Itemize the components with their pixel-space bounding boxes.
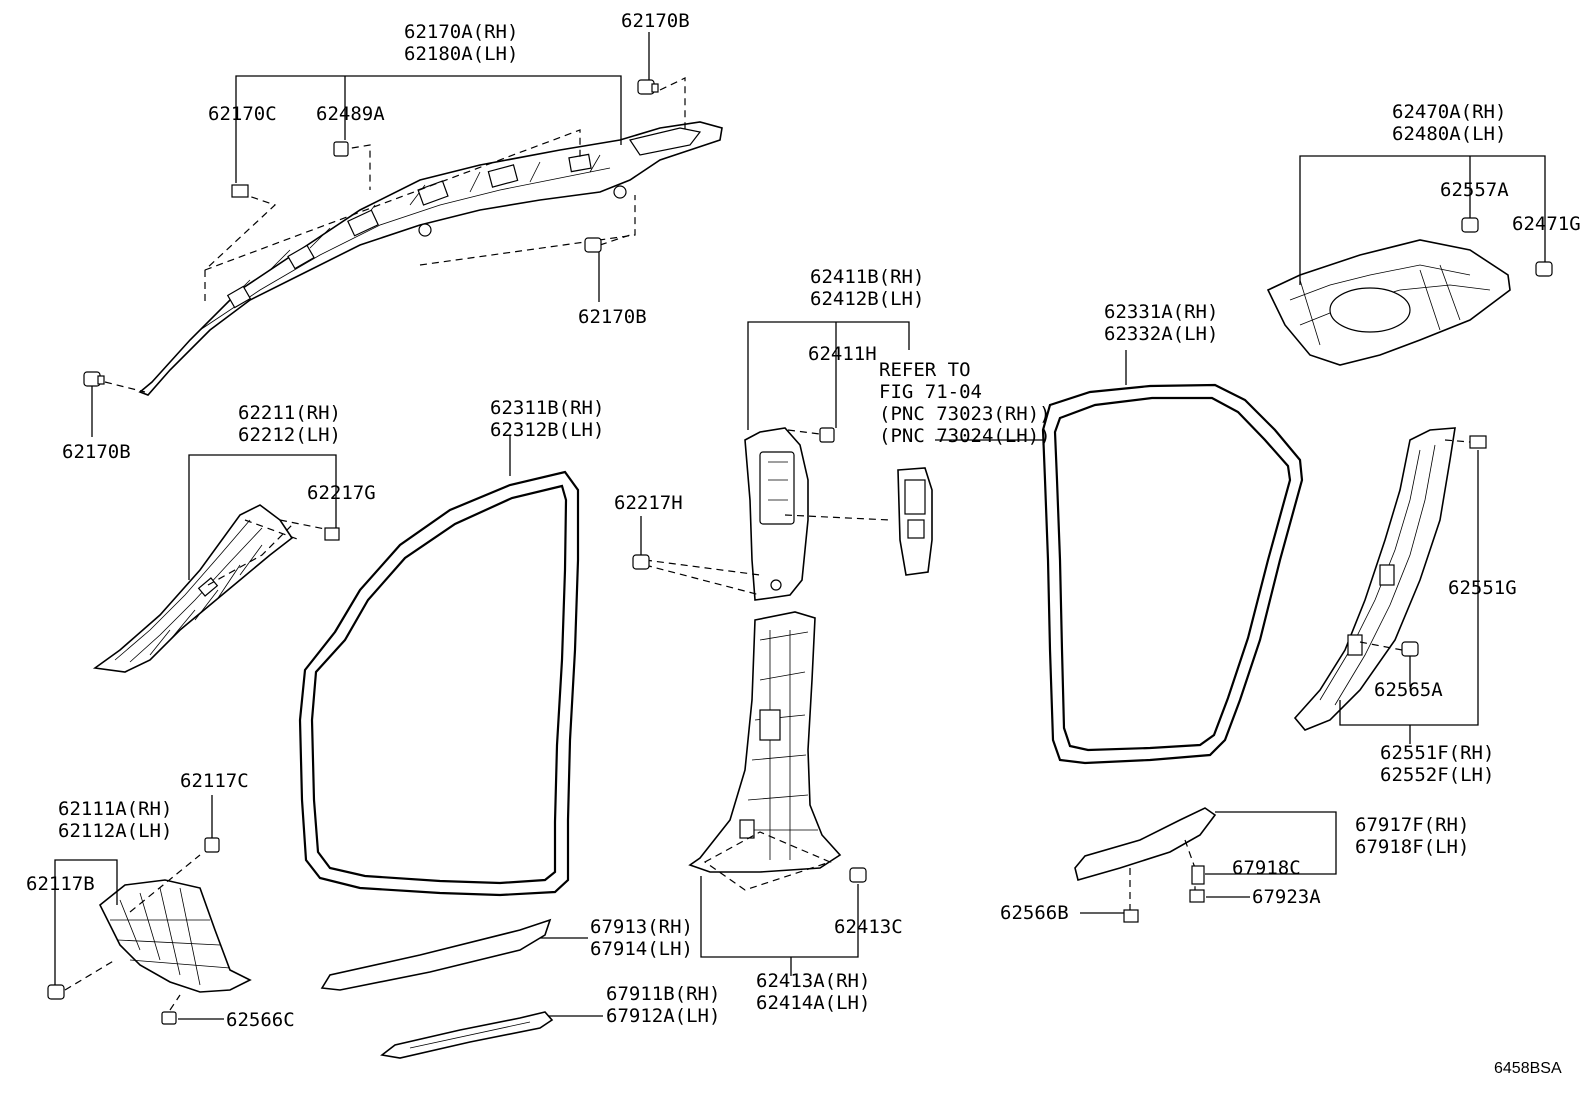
refer-line-3: (PNC 73023(RH)) — [879, 403, 1051, 425]
label-62170A: 62170A(RH) — [404, 21, 518, 43]
label-62332A: 62332A(LH) — [1104, 323, 1218, 345]
clip-62566C — [161, 1011, 177, 1025]
clip-62413C — [849, 867, 867, 883]
label-62411H: 62411H — [808, 343, 877, 365]
label-62312B: 62312B(LH) — [490, 419, 604, 441]
clip-62170C — [231, 184, 249, 198]
label-67917F: 67917F(RH) — [1355, 814, 1469, 836]
clip-62565A — [1401, 641, 1419, 657]
clip-62170B-left — [83, 371, 105, 387]
label-62331A: 62331A(RH) — [1104, 301, 1218, 323]
clip-62471G — [1535, 261, 1553, 277]
label-62311B: 62311B(RH) — [490, 397, 604, 419]
figure-code: 6458BSA — [1494, 1060, 1562, 1077]
center-pillar-upper-garnish — [744, 427, 809, 601]
clip-62557A — [1461, 217, 1479, 233]
quarter-trim-upper — [1266, 239, 1511, 366]
label-62470A: 62470A(RH) — [1392, 101, 1506, 123]
clip-62170B-top — [637, 79, 659, 95]
label-67913: 67913(RH) — [590, 916, 693, 938]
scuff-plate-front — [320, 918, 552, 991]
label-67918F: 67918F(LH) — [1355, 836, 1469, 858]
label-62557A: 62557A — [1440, 179, 1509, 201]
clip-67918C — [1191, 865, 1205, 885]
clip-62566B — [1123, 909, 1139, 923]
clip-62217H — [632, 554, 650, 570]
clip-62170B-mid — [584, 237, 602, 253]
label-62566B: 62566B — [1000, 902, 1069, 924]
label-62412B: 62412B(LH) — [810, 288, 924, 310]
label-62414A: 62414A(LH) — [756, 992, 870, 1014]
label-67914: 67914(LH) — [590, 938, 693, 960]
label-67912A: 67912A(LH) — [606, 1005, 720, 1027]
label-62413C: 62413C — [834, 916, 903, 938]
a-pillar-upper-garnish — [138, 121, 723, 396]
label-62212: 62212(LH) — [238, 424, 341, 446]
clip-62117C — [204, 837, 220, 853]
seatbelt-anchor-refer — [897, 467, 933, 576]
label-67923A: 67923A — [1252, 886, 1321, 908]
refer-line-2: FIG 71-04 — [879, 381, 982, 403]
refer-line-4: (PNC 73024(LH)) — [879, 425, 1051, 447]
label-62211: 62211(RH) — [238, 402, 341, 424]
clip-62551G — [1469, 435, 1487, 449]
label-62217G: 62217G — [307, 482, 376, 504]
label-62489A: 62489A — [316, 103, 385, 125]
label-67918C: 67918C — [1232, 857, 1301, 879]
quarter-pillar-garnish — [1293, 427, 1456, 731]
clip-62411H — [819, 427, 835, 443]
clip-67923A — [1189, 889, 1205, 903]
scuff-plate-rear — [1074, 807, 1217, 881]
label-67911B: 67911B(RH) — [606, 983, 720, 1005]
clip-62217G — [324, 527, 340, 541]
scuff-plate-front-lower — [380, 1011, 554, 1059]
label-62471G: 62471G — [1512, 213, 1581, 235]
front-pillar-garnish — [92, 504, 294, 673]
label-62117B: 62117B — [26, 873, 95, 895]
label-62552F: 62552F(LH) — [1380, 764, 1494, 786]
label-62413A: 62413A(RH) — [756, 970, 870, 992]
label-62566C: 62566C — [226, 1009, 295, 1031]
refer-line-1: REFER TO — [879, 359, 971, 381]
label-62170B-top: 62170B — [621, 10, 690, 32]
label-62170C: 62170C — [208, 103, 277, 125]
rear-door-opening-weatherstrip — [1041, 383, 1304, 765]
label-62217H: 62217H — [614, 492, 683, 514]
front-door-opening-weatherstrip — [298, 470, 580, 897]
label-62551F: 62551F(RH) — [1380, 742, 1494, 764]
label-62170B-mid: 62170B — [578, 306, 647, 328]
label-62180A: 62180A(LH) — [404, 43, 518, 65]
center-pillar-lower-garnish — [688, 611, 842, 873]
clip-62489A — [333, 141, 349, 157]
cowl-side-trim — [98, 879, 252, 993]
clip-62117B — [47, 984, 65, 1000]
label-62170B-left: 62170B — [62, 441, 131, 463]
label-62112A: 62112A(LH) — [58, 820, 172, 842]
label-62480A: 62480A(LH) — [1392, 123, 1506, 145]
label-62551G: 62551G — [1448, 577, 1517, 599]
label-62111A: 62111A(RH) — [58, 798, 172, 820]
label-62411B: 62411B(RH) — [810, 266, 924, 288]
label-62117C: 62117C — [180, 770, 249, 792]
label-62565A: 62565A — [1374, 679, 1443, 701]
